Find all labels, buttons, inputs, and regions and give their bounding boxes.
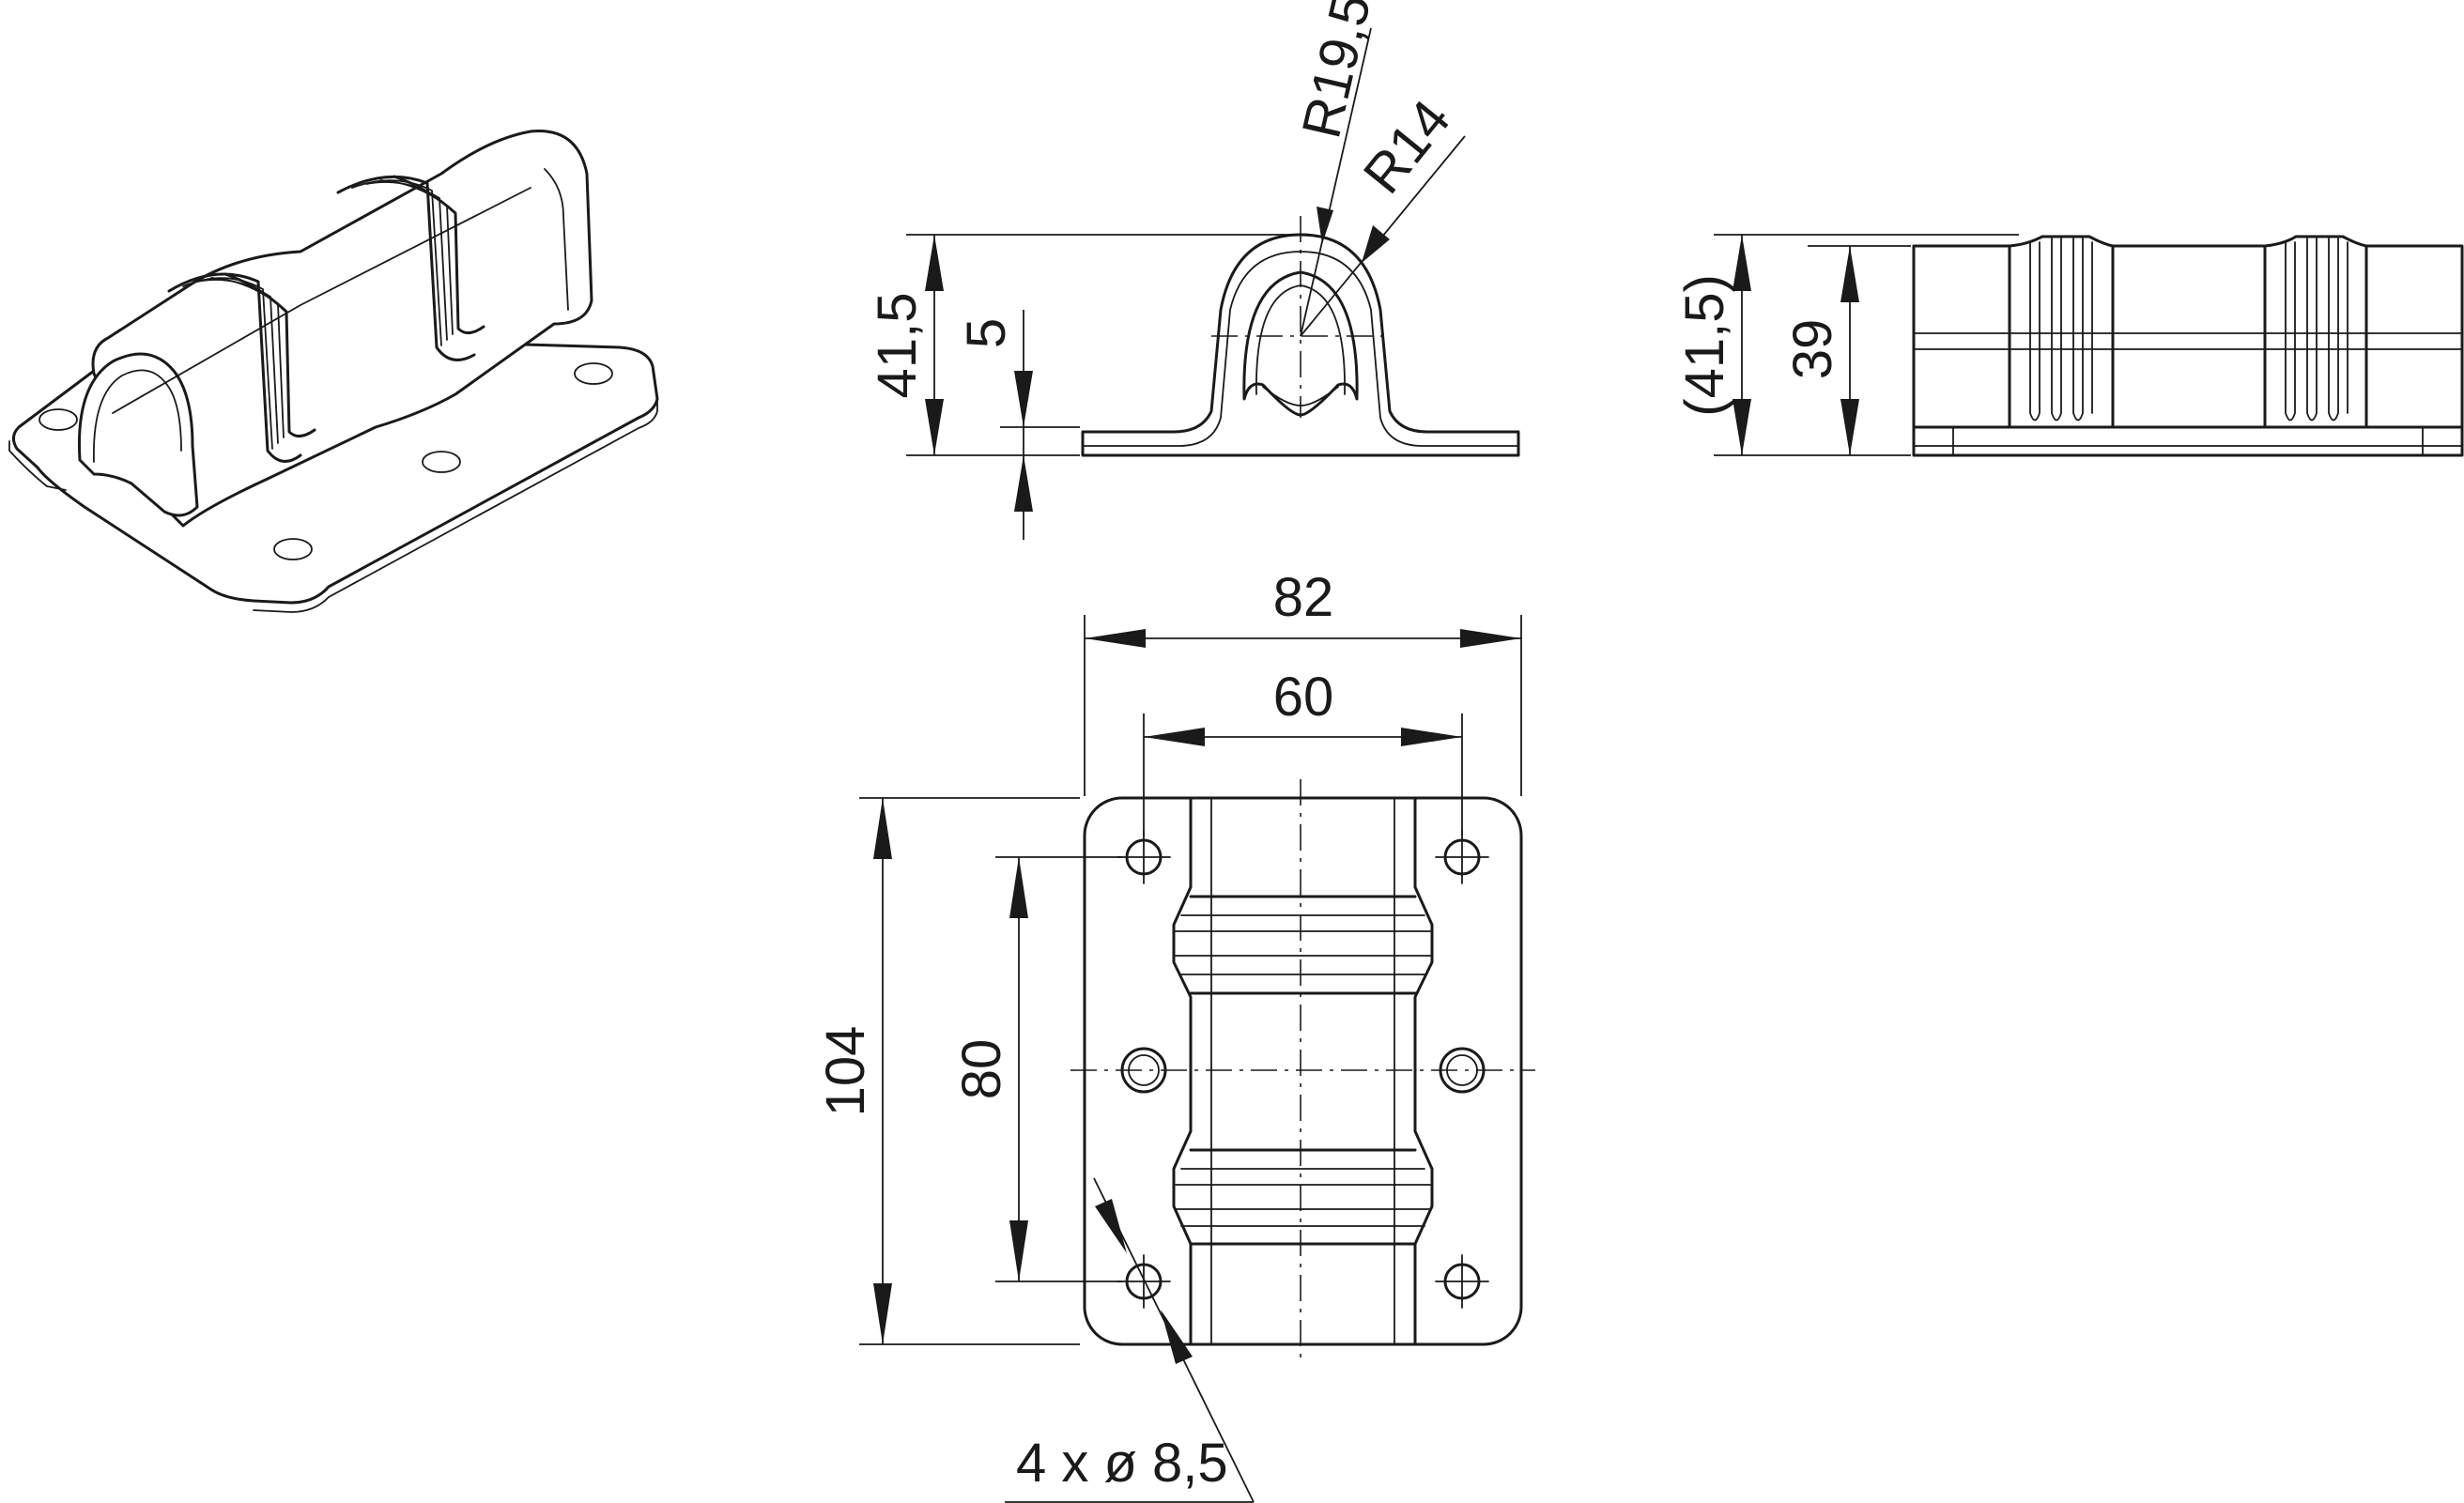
isometric-view [8,130,659,613]
iso-hole-3 [422,451,461,473]
dim-outer-width: 82 [1273,567,1334,628]
dim-holes: 4 x ø 8,5 [1016,1433,1228,1494]
dim-thickness: 5 [956,318,1017,348]
hole-top-left [1116,830,1171,884]
dim-outer-length: 104 [815,1026,876,1117]
front-view: 41,5 5 R19,5 R14 [867,0,1520,540]
hole-top-right [1435,830,1489,884]
dim-hole-pitch: 80 [951,1039,1012,1100]
hole-mid-right [1439,1047,1486,1094]
dim-height-ref: (41,5) [1674,274,1735,417]
iso-hole-4 [273,538,313,560]
hole-bottom-left [1116,1254,1171,1309]
iso-hole-2 [574,362,613,385]
dim-inner-height: 39 [1782,319,1843,380]
dim-inner-width: 60 [1273,667,1334,728]
iso-hole-1 [38,408,78,431]
top-view: 82 60 104 80 4 x ø 8,5 [815,567,1535,1503]
hole-mid-left [1120,1047,1167,1094]
dim-outer-radius: R19,5 [1290,0,1382,144]
hole-bottom-right [1435,1254,1489,1309]
dim-height: 41,5 [867,293,928,399]
side-view: (41,5) 39 [1674,234,2464,457]
dim-inner-radius: R14 [1352,89,1462,206]
